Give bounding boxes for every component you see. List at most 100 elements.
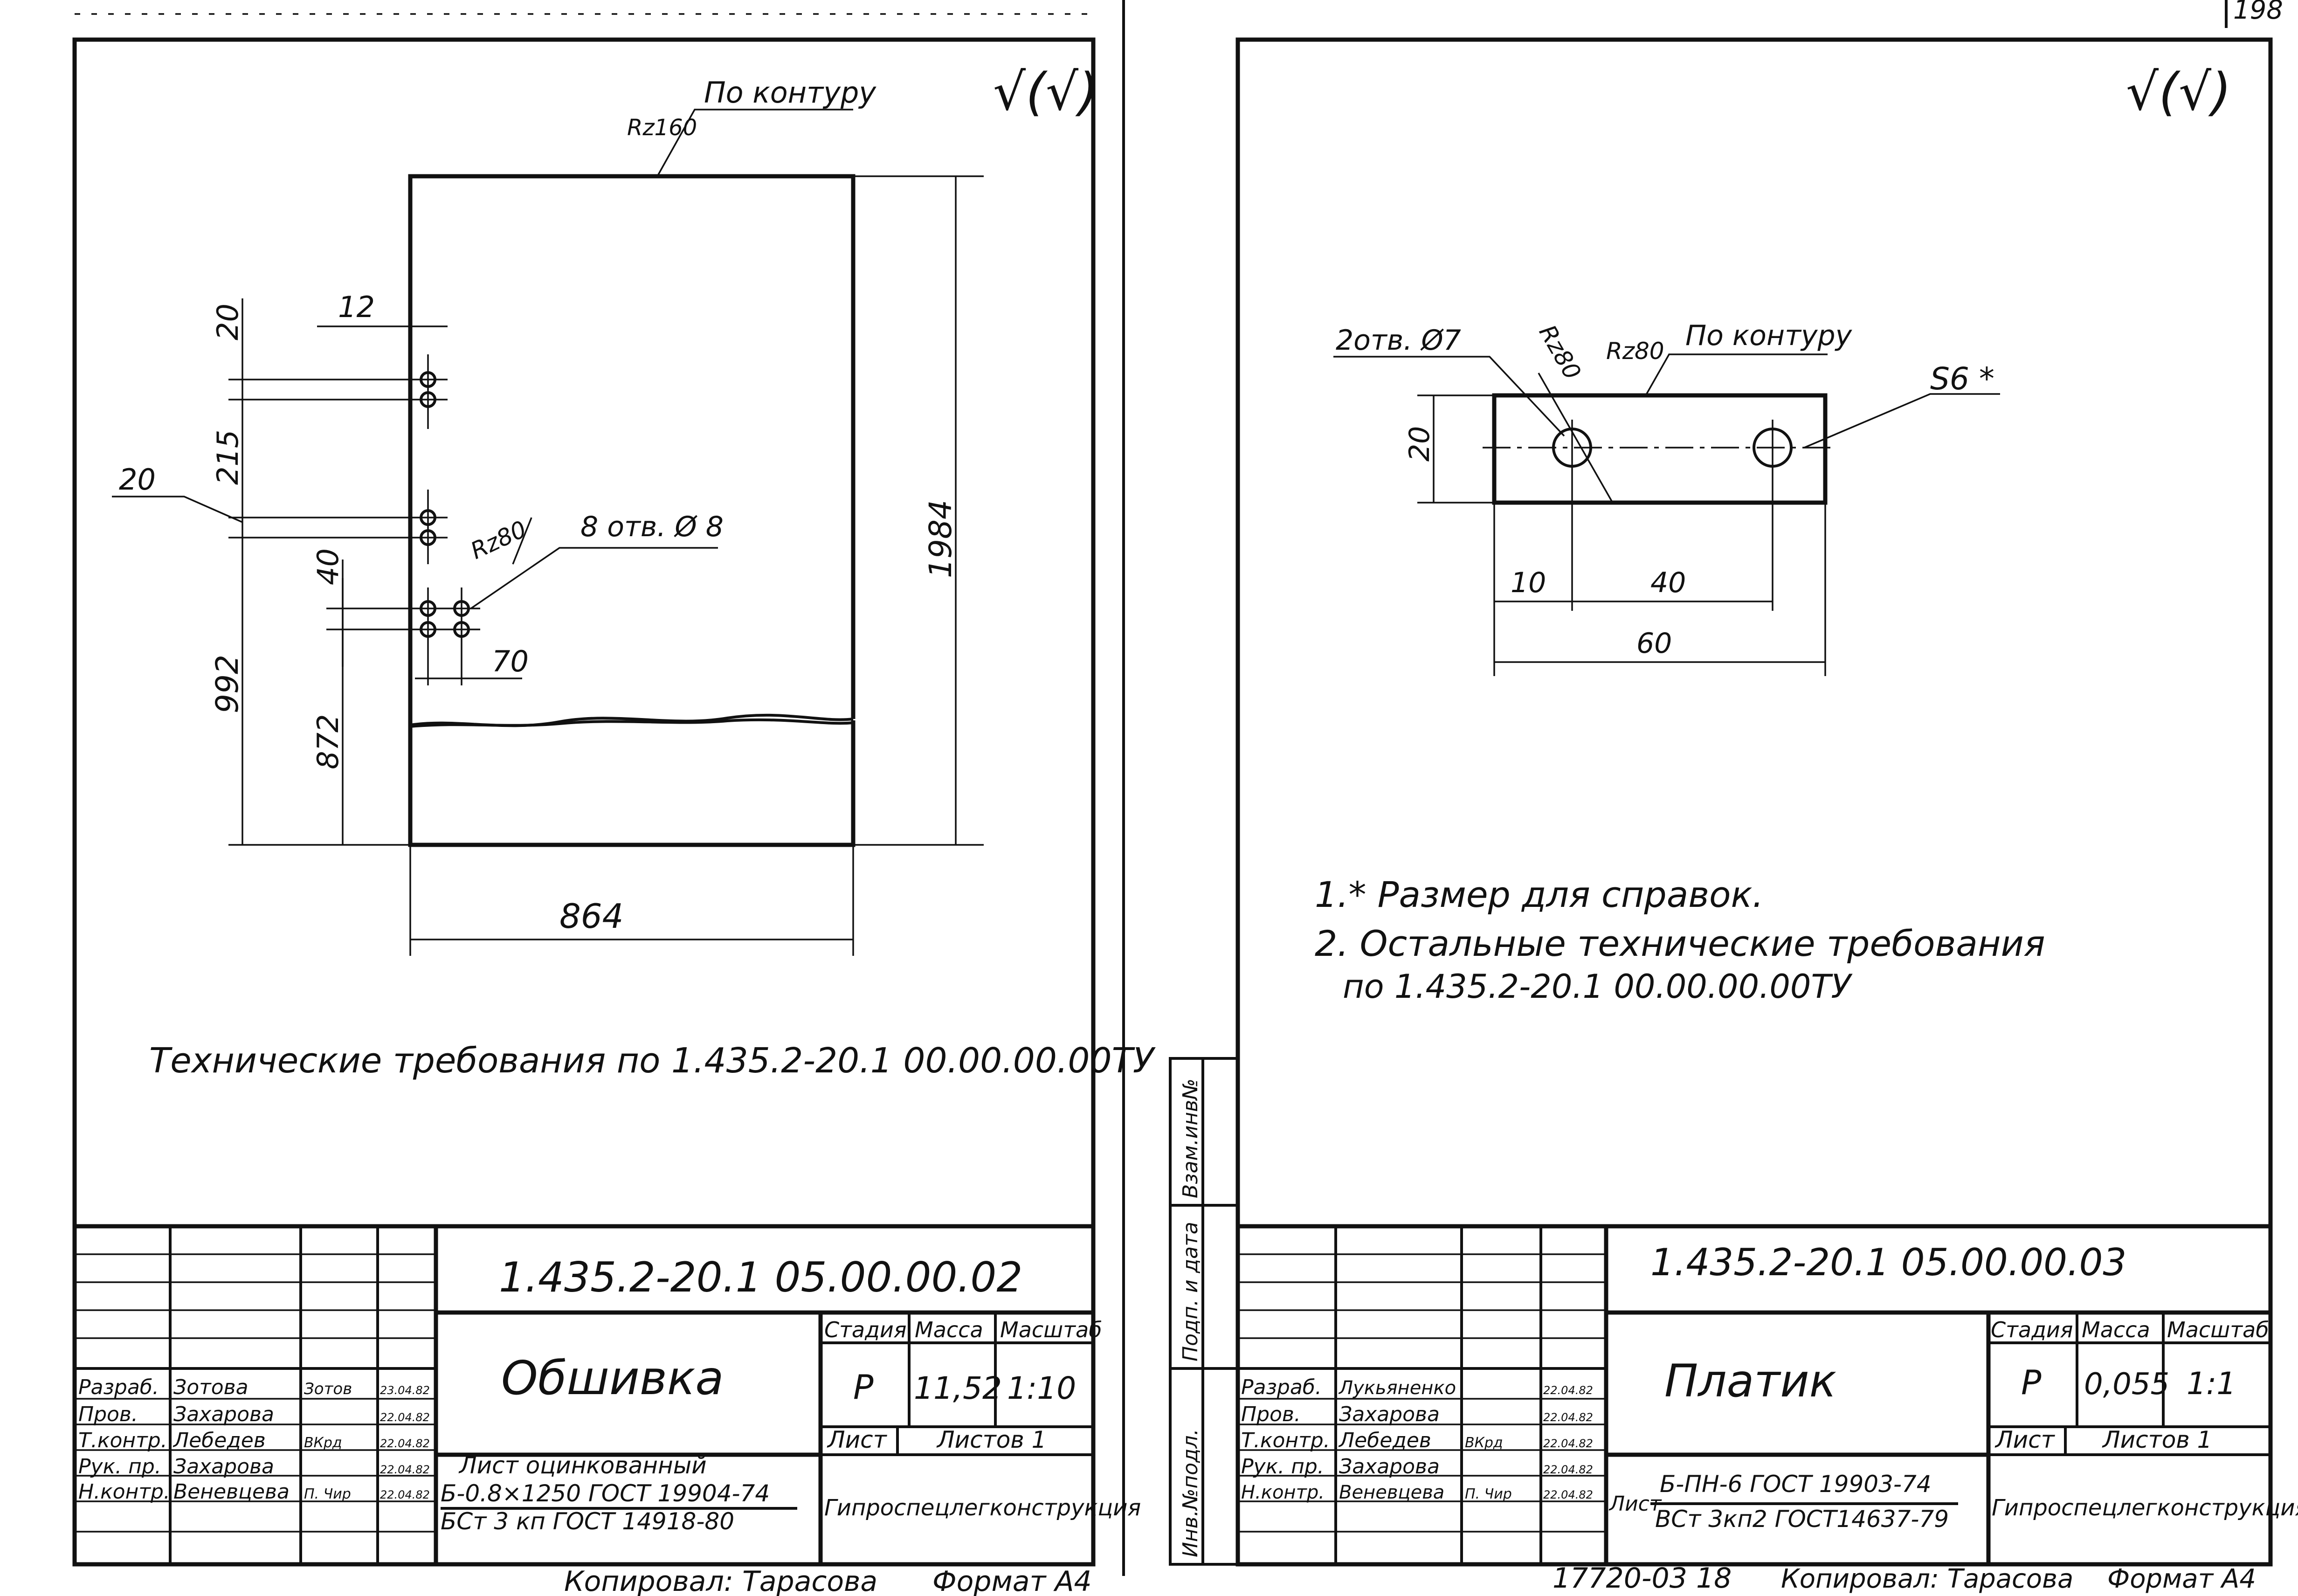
dim-864: 864: [559, 897, 623, 936]
sheet-1-roughness-rz160: Rz160: [627, 115, 697, 141]
sheet-1-role-sign: ВКрд: [304, 1435, 342, 1451]
sheet-2-copied-by: Копировал: Тарасова: [1781, 1564, 2073, 1594]
sheet-1-material-1: Лист оцинкованный: [458, 1452, 707, 1479]
sheet-2-centerlines: [1483, 420, 1837, 611]
sheet-1-title-block: 1.435.2-20.1 05.00.00.02 Обшивка Стадия …: [72, 1224, 1141, 1567]
sheet-2-sheets-label: Листов 1: [2102, 1426, 2212, 1453]
sheet-2-role-date: 22.04.82: [1543, 1488, 1593, 1501]
sheet-2-mass: 0,055: [2084, 1367, 2169, 1402]
sheet-2-sheet-label: Лист: [1994, 1426, 2056, 1453]
sheet-2-holes-leader: [1333, 356, 1565, 437]
sheet-1-role-date: 23.04.82: [380, 1384, 430, 1397]
sheet-2-role: Т.контр.: [1241, 1429, 1330, 1452]
sheet-2-footer-number: 17720-03 18: [1553, 1562, 1732, 1595]
sheet-1-role-sign: Зотов: [304, 1380, 352, 1398]
sheet-1-role-date: 22.04.82: [380, 1488, 430, 1501]
sheet-1-copied-by: Копировал: Тарасова: [564, 1565, 877, 1596]
sheet-1-material-3: БСт 3 кп ГОСТ 14918-80: [441, 1508, 734, 1535]
sheet-2-format: Формат А4: [2107, 1564, 2256, 1594]
sheet-2-organization: Гипроспецлегконструкция: [1992, 1495, 2298, 1521]
sheet-1-scale: 1:10: [1007, 1370, 1076, 1406]
sheet-2-role-sign: ВКрд: [1465, 1435, 1503, 1451]
sheet-2: 198 Взам.инв№ Подп. и дата Инв.№подл. √(…: [1169, 0, 2298, 1595]
sheet-1-col-mass: Масса: [915, 1317, 983, 1342]
sheet-1-role-date: 22.04.82: [380, 1437, 430, 1450]
side-stamp-vzam-inv: Взам.инв№: [1179, 1078, 1202, 1198]
dim-10: 10: [1511, 567, 1546, 599]
sheet-1-general-roughness-mark: √(√): [993, 62, 1098, 122]
dim-70: 70: [492, 644, 529, 678]
sheet-2-material-1: Б-ПН-6 ГОСТ 19903-74: [1660, 1471, 1932, 1498]
sheet-1-role-date: 22.04.82: [380, 1463, 430, 1476]
side-stamp: Взам.инв№ Подп. и дата Инв.№подл.: [1169, 1057, 1239, 1566]
sheet-2-role-name: Лебедев: [1338, 1429, 1431, 1452]
sheet-1-role-name: Зотова: [173, 1375, 248, 1399]
sheet-2-col-mass: Масса: [2082, 1317, 2150, 1342]
sheet-1-extension-lines: [228, 175, 984, 956]
sheet-2-role-date: 22.04.82: [1543, 1384, 1593, 1397]
sheet-1-role-date: 22.04.82: [380, 1411, 430, 1424]
sheet-1-role: Рук. пр.: [78, 1455, 161, 1479]
sheet-2-role-name: Захарова: [1339, 1403, 1440, 1426]
sheet-1-role-name: Лебедев: [173, 1429, 266, 1452]
sheet-2-part-outline: [1492, 393, 1828, 505]
dim-1984: 1984: [923, 500, 959, 578]
sheet-1-rz80-leader: [512, 517, 532, 565]
sheet-1-contour-leader: [656, 109, 853, 177]
dim-40: 40: [1650, 567, 1686, 599]
sheet-2-role: Разраб.: [1241, 1375, 1322, 1399]
sheet-2-rz80-b: Rz80: [1606, 338, 1664, 365]
dim-20-left: 20: [119, 463, 156, 497]
sheet-1-role-name: Захарова: [173, 1455, 274, 1479]
sheet-2-note-1: 1.* Размер для справок.: [1315, 874, 1764, 915]
sheet-1-holes-label: 8 отв. Ø 8: [580, 511, 724, 543]
sheet-1: √(√) Rz160 По контуру: [72, 13, 1156, 1596]
sheet-2-rz80-a-leader: [1538, 373, 1614, 504]
sheet-1-mass: 11,52: [914, 1370, 1002, 1406]
dim-20-top: 20: [211, 304, 245, 340]
side-stamp-podp-data: Подп. и дата: [1179, 1222, 1202, 1361]
dim-992: 992: [209, 655, 245, 713]
sheet-1-role: Т.контр.: [78, 1429, 167, 1452]
sheet-2-role-name: Лукьяненко: [1338, 1377, 1456, 1399]
sheet-1-part-name: Обшивка: [501, 1351, 724, 1405]
dim-40: 40: [311, 548, 345, 585]
sheet-1-role: Разраб.: [78, 1375, 159, 1399]
page-marker: 198: [2233, 0, 2283, 25]
sheet-2-role-name: Веневцева: [1339, 1482, 1444, 1503]
sheet-1-sheets-label: Листов 1: [936, 1426, 1046, 1453]
sheet-2-role-date: 22.04.82: [1543, 1411, 1593, 1424]
sheet-1-designation: 1.435.2-20.1 05.00.00.02: [499, 1253, 1022, 1301]
sheet-2-material-2: ВСт 3кп2 ГОСТ14637-79: [1655, 1506, 1949, 1533]
sheet-2-col-scale: Масштаб: [2167, 1317, 2269, 1342]
sheet-1-contour-label: По контуру: [704, 76, 876, 110]
sheet-2-stage: Р: [2021, 1363, 2042, 1402]
sheet-2-contour-leader: [1645, 353, 1828, 396]
sheet-2-thickness: S6 *: [1930, 361, 1994, 397]
sheet-1-role: Н.контр.: [78, 1480, 170, 1504]
sheet-1-part-outline: [408, 174, 856, 847]
sheet-1-role-name: Веневцева: [173, 1480, 290, 1504]
sheet-2-thickness-leader: [1804, 393, 2000, 449]
sheet-2-role: Рук. пр.: [1241, 1455, 1324, 1479]
sheet-1-dimension-lines: [242, 176, 957, 940]
side-stamp-inv-podl: Инв.№подл.: [1179, 1429, 1202, 1557]
sheet-1-col-stage: Стадия: [824, 1317, 906, 1342]
sheet-2-rz80-a: Rz80: [1534, 320, 1587, 384]
sheet-2-note-2: 2. Остальные технические требования: [1315, 923, 2045, 964]
sheet-2-holes-label: 2отв. Ø7: [1336, 324, 1461, 357]
sheet-2-role-sign: П. Чир: [1465, 1486, 1512, 1502]
dim-215: 215: [211, 430, 245, 485]
sheet-2-dimension-lines: [1417, 394, 1826, 676]
sheet-2-designation: 1.435.2-20.1 05.00.00.03: [1650, 1241, 2126, 1284]
dim-12: 12: [338, 290, 375, 324]
sheet-2-scale: 1:1: [2187, 1366, 2236, 1402]
sheet-2-note-3: по 1.435.2-20.1 00.00.00.00ТУ: [1343, 967, 1853, 1006]
sheet-2-role: Н.контр.: [1241, 1482, 1325, 1503]
sheet-1-tech-requirements: Технические требования по 1.435.2-20.1 0…: [149, 1041, 1156, 1081]
sheet-1-centerlines: [427, 354, 462, 685]
dim-20-left-leader: [112, 496, 243, 523]
sheet-2-part-name: Платик: [1664, 1355, 1836, 1407]
sheet-1-rz80: Rz80: [467, 516, 531, 565]
